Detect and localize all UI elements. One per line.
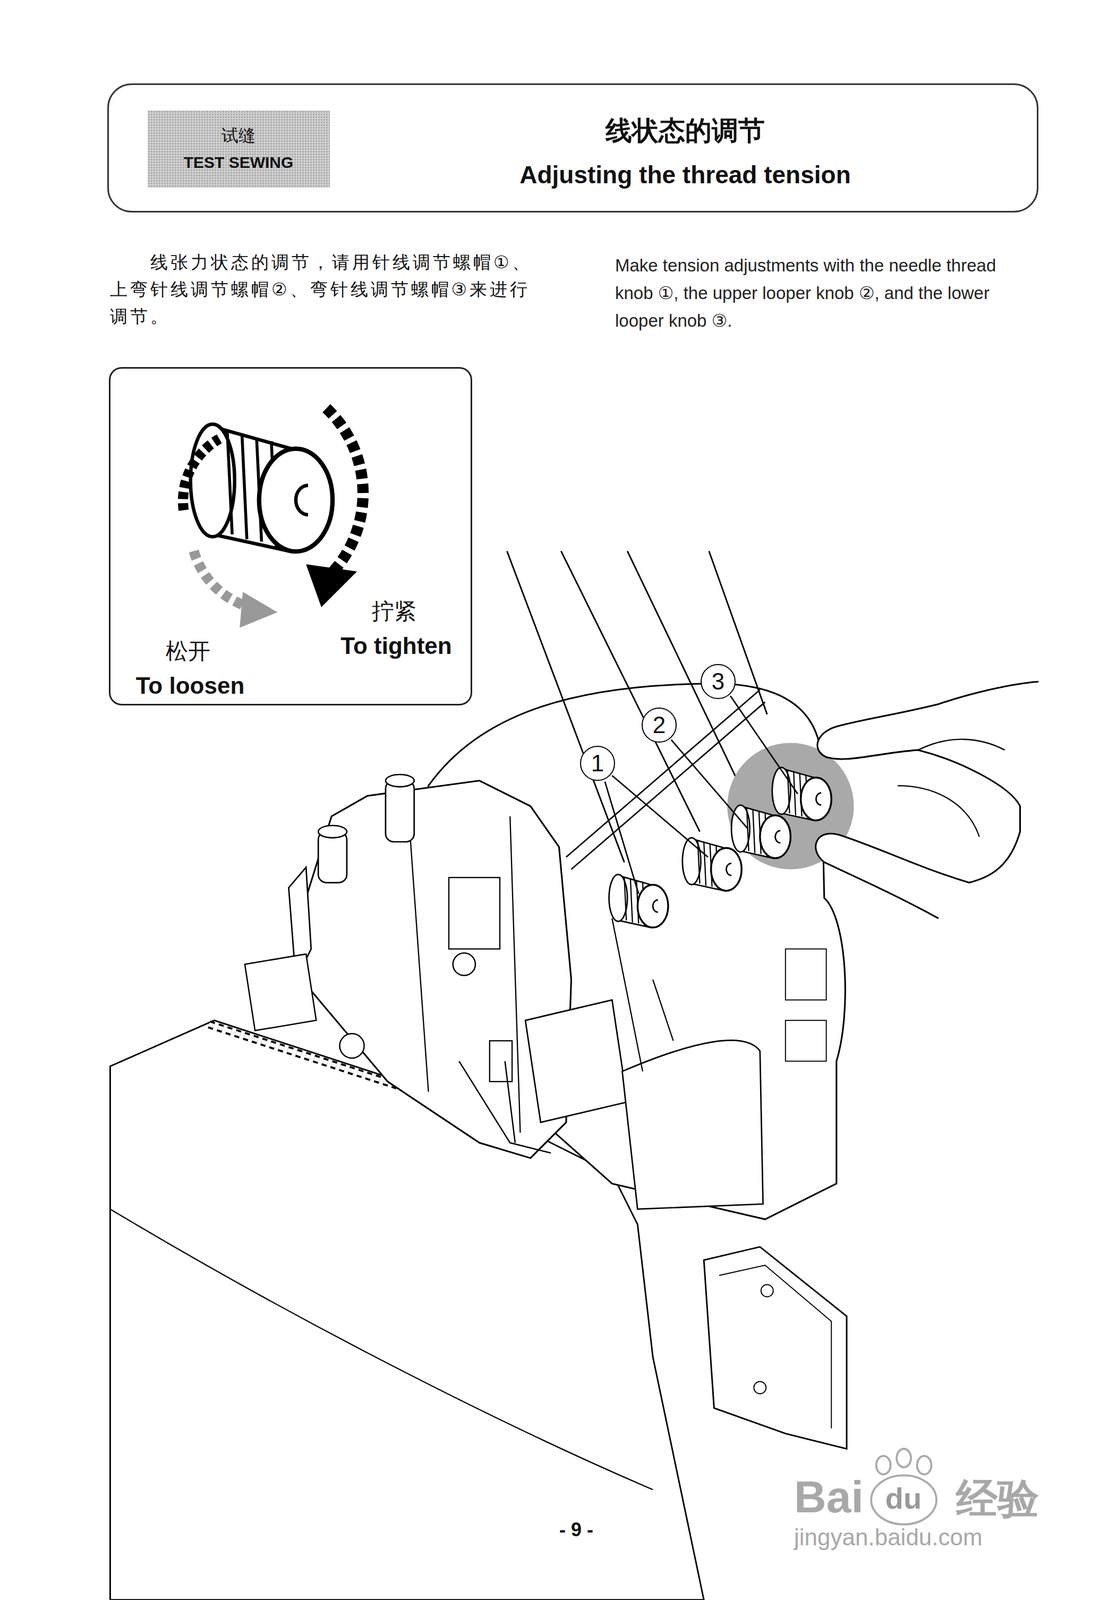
instruction-text: 线张力状态的调节，请用针线调节螺帽①、上弯针线调节螺帽②、弯针线调节螺帽③来进行… — [109, 248, 535, 330]
callout-number: 2 — [641, 707, 677, 743]
header-band: 试缝 TEST SEWING 线状态的调节 Adjusting the thread … — [107, 83, 1039, 213]
callout-number: 1 — [591, 751, 604, 775]
watermark: Bai — [794, 1471, 864, 1523]
callout-number: 3 — [700, 663, 736, 699]
section-name: TEST SEWING — [183, 152, 294, 173]
instruction-text: Make tension adjustments with the needle… — [615, 251, 1035, 335]
page-title: Adjusting the thread tension — [519, 160, 851, 190]
callout-number: 3 — [711, 669, 725, 694]
direction-label: To tighten — [340, 632, 452, 661]
watermark: du — [871, 1480, 936, 1516]
callout-number: 1 — [580, 745, 616, 781]
section-tab: 试缝 TEST SEWING — [147, 110, 330, 188]
direction-label: 拧紧 — [371, 598, 417, 625]
callout-number: 2 — [652, 713, 666, 737]
section-name: 试缝 — [221, 125, 256, 146]
direction-label: To loosen — [135, 671, 245, 701]
watermark: jingyan.baidu.com — [794, 1523, 983, 1551]
inset-box: 拧紧 To tighten 松开 To loosen — [108, 367, 473, 706]
page-number: - 9 - — [523, 1518, 630, 1542]
page-title: 线状态的调节 — [605, 114, 765, 147]
watermark: 经验 — [956, 1473, 1039, 1523]
direction-label: 松开 — [165, 637, 211, 665]
